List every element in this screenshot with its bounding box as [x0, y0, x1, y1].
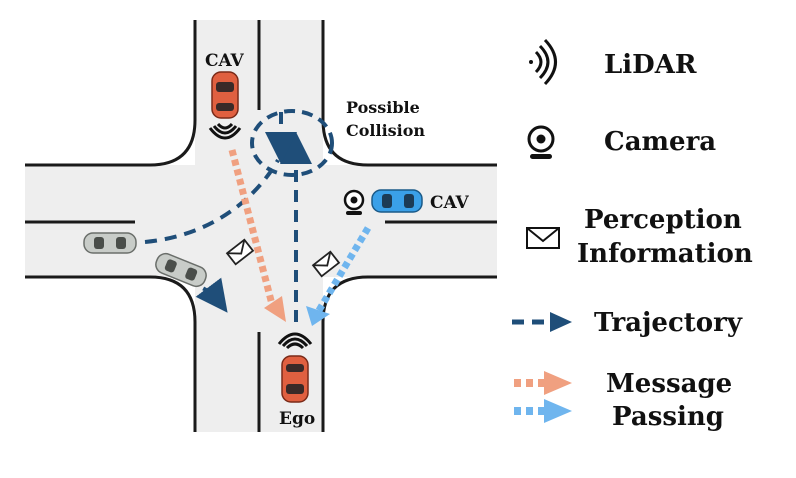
gray-car-1-icon: [83, 232, 137, 254]
legend-message-label-2: Passing: [612, 402, 724, 432]
envelope-icon: [225, 238, 255, 266]
road: [25, 20, 497, 432]
message-orange: [228, 149, 286, 322]
legend-perception-label-1: Perception: [584, 205, 742, 235]
gray-car-1-trajectory: [144, 159, 280, 244]
legend-message-orange-icon: [514, 371, 572, 395]
cav-right-car-icon: [371, 189, 423, 213]
legend-lidar-icon: [529, 38, 557, 86]
ego-car-icon: [281, 355, 309, 403]
envelope-icon: [311, 250, 341, 278]
legend-message-blue-icon: [514, 399, 572, 423]
cav-right-label: CAV: [430, 193, 469, 213]
trajectories: [144, 112, 312, 322]
legend-message-label-1: Message: [606, 369, 732, 399]
legend: LiDAR Camera Perception Information Traj…: [512, 38, 753, 432]
cav-top-car-icon: [211, 71, 239, 119]
legend-perception-label-2: Information: [577, 239, 753, 269]
collision-zone: [250, 109, 334, 177]
ego-lidar-icon: [277, 332, 313, 350]
ego-label: Ego: [279, 409, 315, 429]
message-blue: [306, 226, 372, 326]
legend-lidar-label: LiDAR: [604, 50, 697, 80]
possible-collision-label-1: Possible: [346, 98, 420, 117]
legend-camera-label: Camera: [604, 127, 716, 157]
possible-collision-label-2: Collision: [346, 121, 425, 140]
camera-icon: [343, 189, 365, 215]
lidar-icon: [208, 122, 242, 140]
legend-camera-icon: [527, 125, 555, 159]
legend-envelope-icon: [526, 227, 560, 249]
cav-top-label: CAV: [205, 51, 244, 71]
legend-trajectory-label: Trajectory: [594, 308, 743, 338]
gray-car-2-icon: [155, 252, 207, 288]
legend-trajectory-icon: [512, 312, 572, 332]
